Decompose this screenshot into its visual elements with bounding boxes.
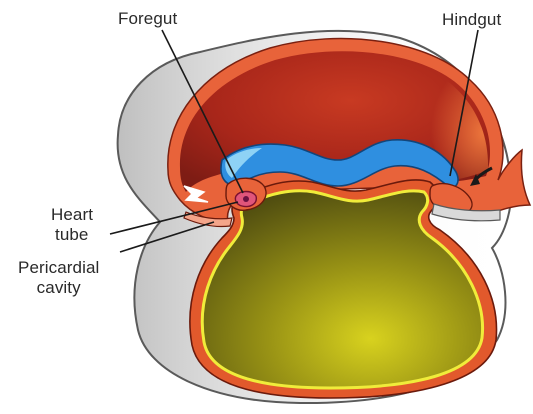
heart-tube-core <box>243 196 249 202</box>
pericardial-cavity-label-line1: Pericardial <box>18 258 99 278</box>
pericardial-cavity-label-line2: cavity <box>18 278 99 298</box>
foregut-label: Foregut <box>118 9 177 29</box>
heart-tube-label-line1: Heart <box>51 205 93 225</box>
heart-tube-label-line2: tube <box>51 225 93 245</box>
pericardial-cavity-label: Pericardial cavity <box>18 258 99 298</box>
hindgut-label: Hindgut <box>442 10 501 30</box>
heart-tube-label: Heart tube <box>51 205 93 245</box>
